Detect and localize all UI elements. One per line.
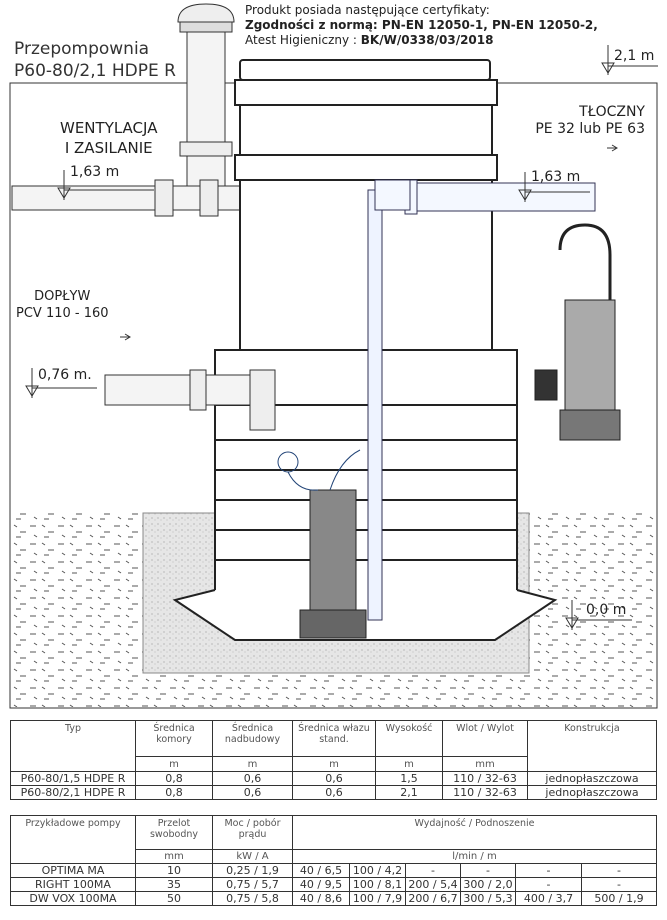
- inlet-label: DOPŁYW PCV 110 - 160: [16, 288, 109, 322]
- level-discharge: 1,63 m: [531, 169, 581, 185]
- unit-cell: m: [375, 756, 443, 772]
- discharge-label: TŁOCZNY PE 32 lub PE 63: [530, 104, 645, 138]
- header-cell: Średnica włazu stand.: [292, 720, 376, 757]
- cell: -: [581, 877, 657, 892]
- cell: 100 / 8,1: [349, 877, 406, 892]
- unit-cell: m: [292, 756, 376, 772]
- cell: P60-80/1,5 HDPE R: [10, 771, 136, 786]
- discharge-pipe: [367, 179, 596, 621]
- cell: jednopłaszczowa: [527, 771, 657, 786]
- label-line: PCV 110 - 160: [16, 306, 109, 321]
- pumps-table: Przykładowe pompy Przelot swobodny Moc /…: [10, 815, 657, 906]
- label-line: I ZASILANIE: [64, 139, 153, 157]
- cell: 0,25 / 1,9: [212, 863, 293, 878]
- cell: 200 / 6,7: [405, 891, 461, 906]
- title-line1: Przepompownia: [14, 39, 150, 59]
- cell: DW VOX 100MA: [10, 891, 136, 906]
- cell: 100 / 7,9: [349, 891, 406, 906]
- cell: -: [515, 863, 582, 878]
- header-cell: Moc / pobór prądu: [212, 815, 293, 850]
- cell: 40 / 8,6: [292, 891, 350, 906]
- cell: 40 / 6,5: [292, 863, 350, 878]
- ventilation-pipe: [11, 3, 243, 217]
- page-title: Przepompownia P60-80/2,1 HDPE R: [14, 38, 176, 82]
- label-line: PE 32 lub PE 63: [535, 121, 645, 137]
- cell: RIGHT 100MA: [10, 877, 136, 892]
- level-bottom: 0,0 m: [586, 602, 627, 618]
- header-cell: Wlot / Wylot: [442, 720, 528, 757]
- cell: 200 / 5,4: [405, 877, 461, 892]
- cell: jednopłaszczowa: [527, 785, 657, 800]
- cell: -: [460, 863, 516, 878]
- unit-cell: kW / A: [212, 849, 293, 864]
- header-cell: Średnica nadbudowy: [212, 720, 293, 757]
- cell: 50: [135, 891, 213, 906]
- cell: -: [581, 863, 657, 878]
- cell: 2,1: [375, 785, 443, 800]
- header-cell: Przykładowe pompy: [10, 815, 136, 864]
- station-specs-table: Typ Średnica komory Średnica nadbudowy Ś…: [10, 720, 657, 800]
- unit-cell: l/min / m: [292, 849, 657, 864]
- cell: 110 / 32-63: [442, 785, 528, 800]
- certificate-info: Produkt posiada następujące certyfikaty:…: [245, 3, 598, 48]
- cell: 300 / 5,3: [460, 891, 516, 906]
- cell: OPTIMA MA: [10, 863, 136, 878]
- cell: 0,75 / 5,8: [212, 891, 293, 906]
- certificate-hygiene-value: BK/W/0338/03/2018: [360, 33, 494, 47]
- cell: -: [405, 863, 461, 878]
- tank: [172, 59, 558, 641]
- cell: 0,75 / 5,7: [212, 877, 293, 892]
- cell: P60-80/2,1 HDPE R: [10, 785, 136, 800]
- cell: 400 / 3,7: [515, 891, 582, 906]
- cell: 300 / 2,0: [460, 877, 516, 892]
- header-cell: Konstrukcja: [527, 720, 657, 772]
- ventilation-label: WENTYLACJA I ZASILANIE: [60, 118, 157, 158]
- header-cell: Wydajność / Podnoszenie: [292, 815, 657, 850]
- header-cell: Wysokość: [375, 720, 443, 757]
- cell: 0,8: [135, 785, 213, 800]
- unit-cell: mm: [135, 849, 213, 864]
- label-line: DOPŁYW: [34, 289, 91, 304]
- cell: 0,6: [212, 771, 293, 786]
- cell: 1,5: [375, 771, 443, 786]
- pump: [277, 449, 367, 639]
- certificate-hygiene-label: Atest Higieniczny :: [245, 33, 361, 47]
- unit-cell: mm: [442, 756, 528, 772]
- certificate-norm: Zgodności z normą: PN-EN 12050-1, PN-EN …: [245, 18, 598, 32]
- cell: 110 / 32-63: [442, 771, 528, 786]
- title-line2: P60-80/2,1 HDPE R: [14, 61, 176, 81]
- level-markers: [25, 45, 658, 630]
- cell: 500 / 1,9: [581, 891, 657, 906]
- label-line: WENTYLACJA: [60, 119, 158, 137]
- cell: 0,8: [135, 771, 213, 786]
- header-cell: Przelot swobodny: [135, 815, 213, 850]
- pump-photo: [534, 223, 621, 441]
- label-line: TŁOCZNY: [579, 104, 645, 120]
- unit-cell: m: [135, 756, 213, 772]
- level-top: 2,1 m: [614, 48, 655, 64]
- cell: 0,6: [212, 785, 293, 800]
- cell: 100 / 4,2: [349, 863, 406, 878]
- header-cell: Typ: [10, 720, 136, 772]
- cell: 0,6: [292, 771, 376, 786]
- level-vent: 1,63 m: [70, 164, 120, 180]
- header-cell: Średnica komory: [135, 720, 213, 757]
- certificate-line: Produkt posiada następujące certyfikaty:: [245, 3, 490, 17]
- unit-cell: m: [212, 756, 293, 772]
- inlet-pipe: [104, 369, 276, 431]
- cell: 0,6: [292, 785, 376, 800]
- pumping-station-diagram: [9, 3, 658, 709]
- cell: 10: [135, 863, 213, 878]
- cell: 40 / 9,5: [292, 877, 350, 892]
- level-inlet: 0,76 m.: [38, 367, 92, 383]
- cell: 35: [135, 877, 213, 892]
- cell: -: [515, 877, 582, 892]
